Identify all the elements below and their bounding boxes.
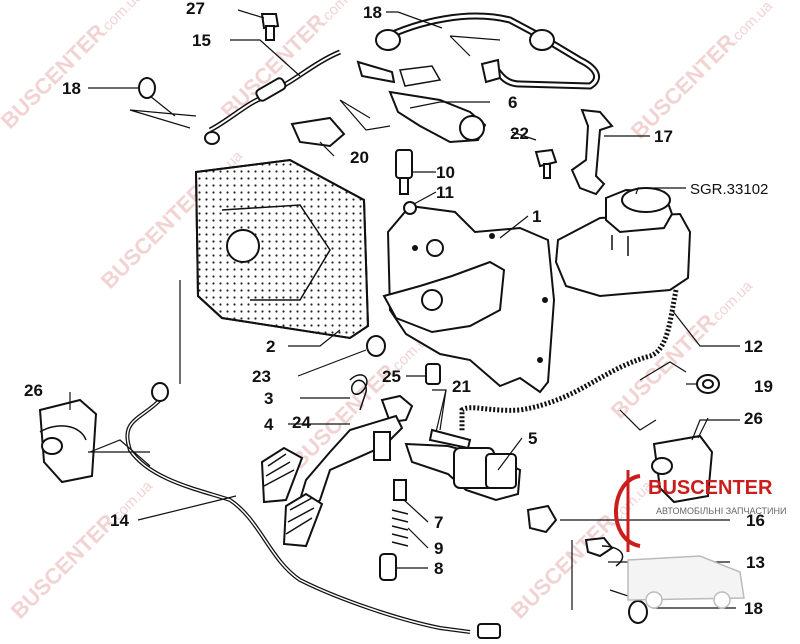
- label-6: 6: [508, 93, 517, 112]
- part-4-pedal-assembly: [260, 394, 414, 548]
- label-11: 11: [436, 183, 454, 202]
- part-1-pedal-bracket: [382, 204, 556, 394]
- part-24-spring: [349, 374, 368, 411]
- part-26-clamp-right: [651, 434, 714, 504]
- part-22-bolt: [534, 148, 558, 179]
- part-6-switch: [356, 60, 487, 144]
- svg-text:BUSCENTER: BUSCENTER: [96, 179, 211, 294]
- label-7: 7: [434, 513, 443, 532]
- part-16-fitting: [526, 504, 558, 534]
- label-10: 10: [436, 163, 455, 182]
- leader-26-fork: [619, 409, 657, 431]
- label-17: 17: [654, 127, 673, 146]
- part-18-cap-c: [628, 600, 648, 624]
- svg-text:BUSCENTER: BUSCENTER: [626, 29, 741, 144]
- label-24: 24: [292, 413, 311, 432]
- part-5-master-cylinder: [404, 442, 522, 502]
- label-20: 20: [350, 148, 369, 167]
- label-18-b: 18: [363, 3, 382, 22]
- label-26-a: 26: [24, 381, 43, 400]
- label-25: 25: [382, 367, 401, 386]
- upper-hose: [375, 12, 600, 90]
- buscenter-logo: BUSCENTER АВТОМОБІЛЬНІ ЗАПЧАСТИНИ: [614, 470, 786, 609]
- label-18-c: 18: [744, 599, 763, 618]
- label-19: 19: [754, 377, 773, 396]
- leader-19-fork: [639, 361, 687, 381]
- part-19-grommet: [696, 374, 720, 394]
- watermark-layer: BUSCENTER.com.ua BUSCENTER.com.ua BUSCEN…: [0, 0, 776, 624]
- svg-text:.com.ua: .com.ua: [96, 0, 146, 37]
- label-18-a: 18: [62, 79, 81, 98]
- label-15: 15: [192, 31, 211, 50]
- svg-text:BUSCENTER: BUSCENTER: [506, 509, 621, 624]
- label-27: 27: [186, 0, 205, 18]
- part-20-clip: [290, 116, 346, 148]
- part-10-sensor: [395, 149, 417, 215]
- leader-26-left-fork: [89, 439, 151, 467]
- label-21: 21: [452, 377, 471, 396]
- reference-code: SGR.33102: [690, 181, 768, 198]
- label-1: 1: [532, 207, 541, 226]
- label-8: 8: [434, 559, 443, 578]
- part-17-bracket: [570, 108, 614, 196]
- label-2: 2: [266, 337, 275, 356]
- part-12-fluid-reservoir: [459, 187, 692, 432]
- part-2-insulation-panel: [194, 158, 370, 340]
- label-9: 9: [434, 539, 443, 558]
- svg-text:BUSCENTER: BUSCENTER: [6, 509, 121, 624]
- part-labels: 27 15 18 18 6 22 17 20 10 11 SGR.33102 1…: [24, 0, 773, 618]
- label-13: 13: [746, 553, 765, 572]
- part-23-bush: [366, 335, 386, 357]
- label-5: 5: [528, 429, 537, 448]
- label-14: 14: [110, 511, 129, 530]
- svg-text:.com.ua: .com.ua: [706, 277, 756, 327]
- svg-text:АВТОМОБІЛЬНІ ЗАПЧАСТИНИ: АВТОМОБІЛЬНІ ЗАПЧАСТИНИ: [656, 506, 786, 516]
- label-26-b: 26: [744, 409, 763, 428]
- part-15-cable: [204, 49, 341, 145]
- label-3: 3: [264, 389, 273, 408]
- part-26-clamp-left: [38, 398, 98, 484]
- part-25-spacer: [425, 363, 441, 385]
- label-12: 12: [744, 337, 763, 356]
- part-13-connector: [584, 536, 614, 558]
- svg-text:BUSCENTER: BUSCENTER: [0, 19, 110, 134]
- part-7-8-9-push-rod: [379, 479, 409, 581]
- label-4: 4: [264, 415, 274, 434]
- svg-text:.com.ua: .com.ua: [726, 0, 776, 47]
- part-18-cap-a: [138, 77, 156, 99]
- svg-text:BUSCENTER: BUSCENTER: [648, 477, 773, 499]
- label-23: 23: [252, 367, 271, 386]
- part-27-screw: [260, 13, 280, 41]
- svg-text:.com.ua: .com.ua: [316, 0, 366, 27]
- part-14-cable: [125, 382, 501, 639]
- label-22: 22: [510, 124, 529, 143]
- label-16: 16: [746, 511, 765, 530]
